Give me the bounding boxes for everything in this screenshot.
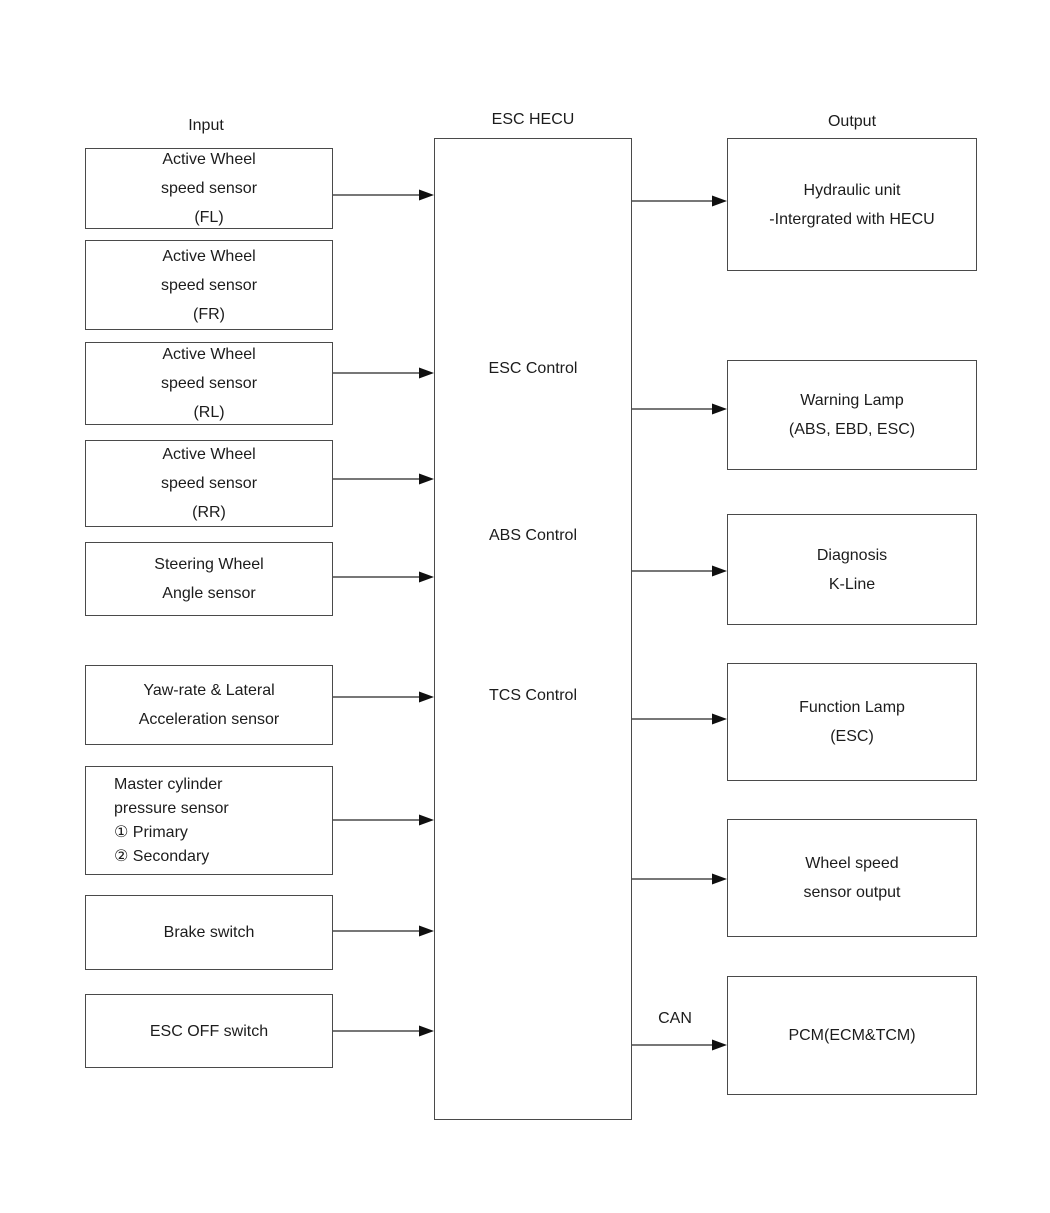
box-text-line: Yaw-rate & Lateral [143, 682, 275, 699]
arrowhead-icon [712, 1039, 727, 1051]
box-text-line: ② Secondary [114, 847, 210, 865]
connector-fl-to-hecu [333, 189, 434, 201]
input-box-esc-off-switch: ESC OFF switch [85, 994, 333, 1068]
box-text-line: Active Wheel [162, 446, 256, 463]
box-text-line: sensor output [803, 884, 901, 901]
hecu-function-esc-control: ESC Control [488, 360, 578, 377]
connector-hecu-to-warning-lamp [632, 403, 727, 415]
input-box-brake-switch: Brake switch [85, 895, 333, 970]
connector-rr-to-hecu [333, 473, 434, 485]
output-box-diagnosis-k-line: Diagnosis K-Line [727, 514, 977, 625]
input-box-master-cylinder-pressure-sensor: Master cylinder pressure sensor ① Primar… [85, 766, 333, 875]
output-box-hydraulic-unit: Hydraulic unit -Intergrated with HECU [727, 138, 977, 271]
input-box-wheel-speed-sensor-fr: Active Wheel speed sensor (FR) [85, 240, 333, 330]
box-text-line: Wheel speed [805, 855, 899, 872]
box-text-line: Warning Lamp [800, 392, 904, 409]
box-text-line: Active Wheel [162, 346, 256, 363]
box-text-line: ① Primary [114, 823, 188, 841]
connector-hecu-to-wheel-speed-output [632, 873, 727, 885]
arrowhead-icon [419, 189, 434, 201]
arrowhead-icon [419, 473, 434, 485]
input-box-wheel-speed-sensor-fl: Active Wheel speed sensor (FL) [85, 148, 333, 229]
box-text-line: Master cylinder [114, 775, 223, 793]
connector-esc-off-to-hecu [333, 1025, 434, 1037]
input-box-wheel-speed-sensor-rl: Active Wheel speed sensor (RL) [85, 342, 333, 425]
arrowhead-icon [419, 571, 434, 583]
arrowhead-icon [419, 691, 434, 703]
connector-steering-to-hecu [333, 571, 434, 583]
arrowhead-icon [712, 713, 727, 725]
box-text-line: Brake switch [163, 924, 255, 941]
arrowhead-icon [419, 367, 434, 379]
box-text-line: K-Line [828, 575, 876, 593]
box-text-line: (RR) [192, 504, 226, 521]
box-text-line: speed sensor [160, 375, 258, 392]
box-text-line: Active Wheel [162, 247, 256, 265]
box-text-line: Hydraulic unit [803, 181, 901, 199]
arrowhead-icon [419, 1025, 434, 1037]
box-text-line: speed sensor [160, 475, 258, 492]
box-text-line: Diagnosis [816, 546, 888, 564]
hecu-function-abs-control: ABS Control [488, 527, 578, 544]
output-box-wheel-speed-sensor-output: Wheel speed sensor output [727, 819, 977, 937]
box-text-line: Active Wheel [162, 151, 256, 168]
box-text-line: pressure sensor [114, 799, 229, 817]
box-text-line: ESC OFF switch [149, 1022, 269, 1040]
output-box-warning-lamp: Warning Lamp (ABS, EBD, ESC) [727, 360, 977, 470]
input-box-wheel-speed-sensor-rr: Active Wheel speed sensor (RR) [85, 440, 333, 527]
arrowhead-icon [419, 925, 434, 937]
box-text-line: (ESC) [830, 728, 874, 745]
input-box-steering-angle-sensor: Steering Wheel Angle sensor [85, 542, 333, 616]
box-text-line: Acceleration sensor [138, 711, 280, 728]
input-column-header: Input [188, 117, 224, 134]
arrowhead-icon [712, 873, 727, 885]
connector-master-cylinder-to-hecu [333, 814, 434, 826]
hecu-function-tcs-control: TCS Control [488, 687, 578, 704]
input-box-yaw-rate-lateral-sensor: Yaw-rate & Lateral Acceleration sensor [85, 665, 333, 745]
output-box-function-lamp: Function Lamp (ESC) [727, 663, 977, 781]
box-text-line: Steering Wheel [154, 556, 264, 573]
box-text-line: Angle sensor [162, 585, 256, 602]
box-text-line: (FL) [194, 209, 224, 226]
box-text-line: PCM(ECM&TCM) [788, 1027, 916, 1044]
box-text-line: speed sensor [160, 276, 258, 294]
arrowhead-icon [712, 195, 727, 207]
can-bus-label: CAN [658, 1010, 692, 1027]
esc-hecu-header: ESC HECU [491, 111, 575, 128]
arrowhead-icon [712, 403, 727, 415]
box-text-line: (RL) [193, 404, 225, 421]
output-box-pcm: PCM(ECM&TCM) [727, 976, 977, 1095]
box-text-line: speed sensor [160, 180, 258, 197]
box-text-line: (FR) [193, 305, 225, 323]
connector-hecu-to-function-lamp [632, 713, 727, 725]
connector-yaw-to-hecu [333, 691, 434, 703]
esc-hecu-box [434, 138, 632, 1120]
connector-hecu-to-diagnosis [632, 565, 727, 577]
arrowhead-icon [712, 565, 727, 577]
connector-hecu-to-hydraulic [632, 195, 727, 207]
connector-hecu-to-pcm-can [632, 1039, 727, 1051]
box-text-line: -Intergrated with HECU [769, 210, 935, 228]
arrowhead-icon [419, 814, 434, 826]
box-text-line: (ABS, EBD, ESC) [788, 421, 916, 438]
box-text-line: Function Lamp [799, 699, 905, 716]
connector-brake-switch-to-hecu [333, 925, 434, 937]
connector-rl-to-hecu [333, 367, 434, 379]
output-column-header: Output [827, 113, 877, 130]
